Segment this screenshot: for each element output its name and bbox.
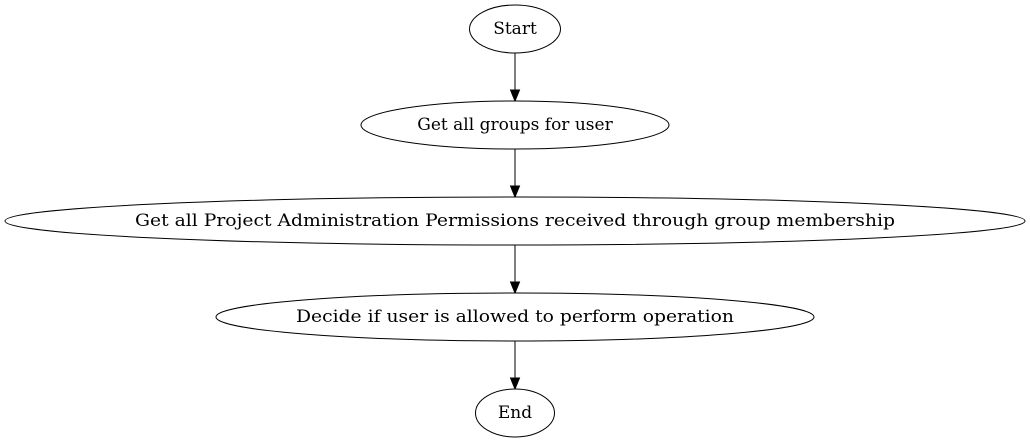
node-get-groups-label: Get all groups for user — [417, 115, 613, 135]
node-decide-label: Decide if user is allowed to perform ope… — [296, 307, 734, 327]
edge-decide-to-end — [509, 341, 521, 391]
node-get-permissions-label: Get all Project Administration Permissio… — [135, 211, 895, 231]
edge-permissions-to-decide — [509, 245, 521, 295]
node-decide: Decide if user is allowed to perform ope… — [215, 292, 815, 342]
node-end: End — [475, 388, 555, 438]
edge-start-to-groups — [509, 53, 521, 103]
node-start-label: Start — [493, 19, 537, 39]
node-start: Start — [469, 4, 561, 54]
edge-groups-to-permissions — [509, 149, 521, 199]
node-end-label: End — [498, 403, 532, 423]
node-get-groups: Get all groups for user — [360, 100, 670, 150]
node-get-permissions: Get all Project Administration Permissio… — [4, 196, 1026, 246]
